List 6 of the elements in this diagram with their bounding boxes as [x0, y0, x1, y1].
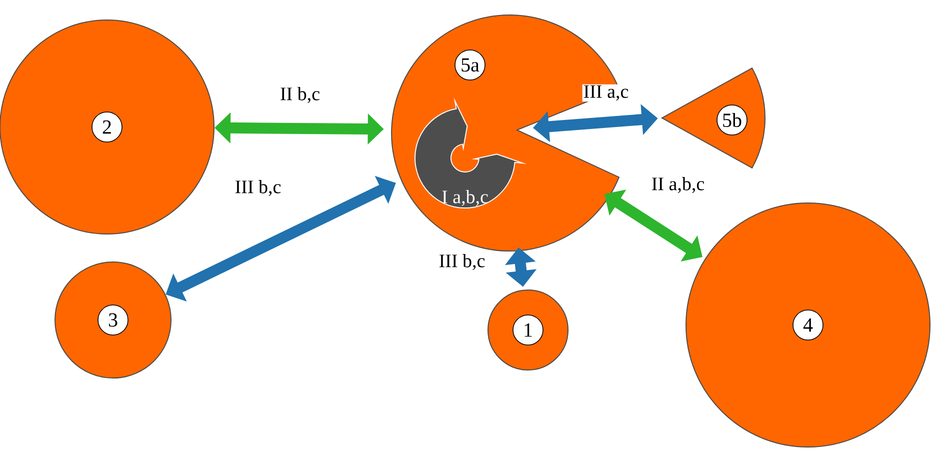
edge-label: III b,c	[438, 252, 486, 272]
edge-label: III b,c	[234, 178, 282, 198]
edge-label: II a,b,c	[650, 176, 706, 194]
edge-label: III a,c	[582, 84, 630, 102]
arrow-label: I a,b,c	[442, 190, 488, 206]
edge-label: II b,c	[278, 86, 322, 104]
